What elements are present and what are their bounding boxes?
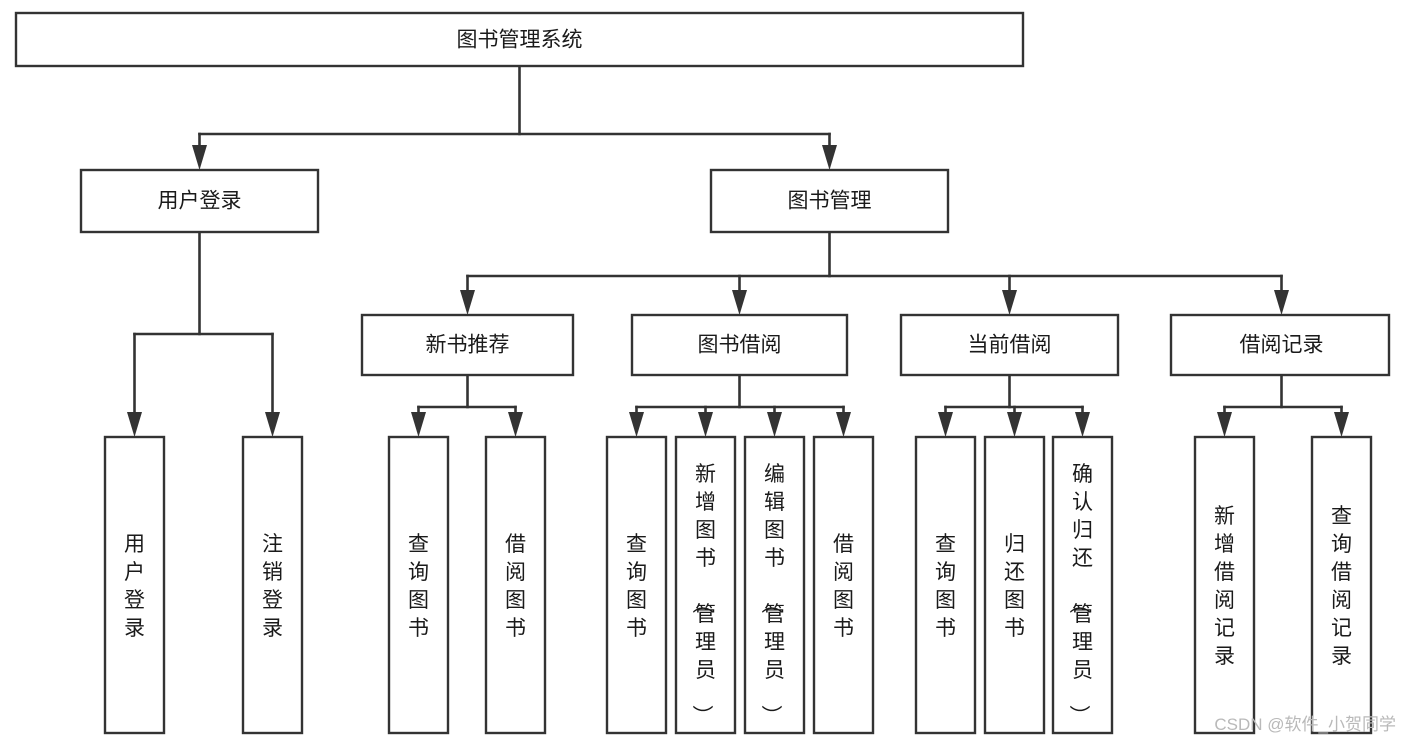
arrowhead-leaf-user-login: [127, 412, 142, 437]
node-current-borrow[interactable]: 当前借阅: [899, 313, 1120, 377]
arrowhead-leaf-query-book-1: [411, 412, 426, 437]
arrowhead-leaf-borrow-book-1: [508, 412, 523, 437]
node-book-borrow-label: 图书借阅: [698, 334, 782, 357]
node-new-book-rec-box[interactable]: [360, 313, 575, 377]
node-leaf-edit-book-label: 编辑图书（管理员）: [759, 463, 785, 726]
node-user-login-label: 用户登录: [158, 190, 242, 213]
node-current-borrow-label: 当前借阅: [968, 334, 1052, 357]
node-leaf-query-book-2-label: 查询图书: [626, 533, 647, 640]
arrowhead-leaf-return-book: [1007, 412, 1022, 437]
node-root-label: 图书管理系统: [457, 29, 583, 52]
node-leaf-query-book-1-label: 查询图书: [408, 533, 429, 640]
arrowhead-leaf-query-record: [1334, 412, 1349, 437]
node-user-login-box[interactable]: [79, 168, 320, 234]
node-leaf-query-book-1-box[interactable]: [387, 435, 450, 735]
node-leaf-logout[interactable]: 注销登录: [241, 435, 304, 735]
node-leaf-query-book-2-box[interactable]: [605, 435, 668, 735]
arrowhead-current-borrow: [1002, 290, 1017, 315]
arrowhead-leaf-edit-book: [767, 412, 782, 437]
node-leaf-user-login-box[interactable]: [103, 435, 166, 735]
csdn-watermark: CSDN @软件_小贺同学: [1214, 715, 1396, 734]
node-leaf-add-record[interactable]: 新增借阅记录: [1193, 435, 1256, 735]
node-leaf-add-book-box[interactable]: [674, 435, 737, 735]
node-leaf-add-book-label: 新增图书（管理员）: [690, 463, 716, 726]
node-borrow-record-label: 借阅记录: [1240, 334, 1324, 357]
node-leaf-add-record-label: 新增借阅记录: [1214, 505, 1235, 668]
arrowhead-book-borrow: [732, 290, 747, 315]
node-leaf-add-book[interactable]: 新增图书（管理员）: [674, 435, 737, 735]
arrowhead-user-login: [192, 145, 207, 170]
node-new-book-rec[interactable]: 新书推荐: [360, 313, 575, 377]
arrowhead-leaf-add-book: [698, 412, 713, 437]
node-leaf-confirm-return-label: 确认归还（管理员）: [1067, 463, 1093, 726]
node-book-borrow-box[interactable]: [630, 313, 849, 377]
node-leaf-query-book-3-label: 查询图书: [935, 533, 956, 640]
node-leaf-add-record-box[interactable]: [1193, 435, 1256, 735]
arrowhead-book-manage: [822, 145, 837, 170]
node-leaf-return-book-box[interactable]: [983, 435, 1046, 735]
node-leaf-query-record[interactable]: 查询借阅记录: [1310, 435, 1373, 735]
node-leaf-return-book-label: 归还图书: [1004, 533, 1025, 640]
node-leaf-confirm-return-box[interactable]: [1051, 435, 1114, 735]
node-leaf-query-book-1[interactable]: 查询图书: [387, 435, 450, 735]
arrowhead-new-book-rec: [460, 290, 475, 315]
node-book-borrow[interactable]: 图书借阅: [630, 313, 849, 377]
edge-group: [127, 64, 1349, 437]
node-leaf-borrow-book-1[interactable]: 借阅图书: [484, 435, 547, 735]
arrowhead-borrow-record: [1274, 290, 1289, 315]
arrowhead-leaf-query-book-2: [629, 412, 644, 437]
node-leaf-borrow-book-2-box[interactable]: [812, 435, 875, 735]
node-leaf-user-login[interactable]: 用户登录: [103, 435, 166, 735]
node-leaf-borrow-book-1-label: 借阅图书: [505, 533, 526, 640]
node-book-manage[interactable]: 图书管理: [709, 168, 950, 234]
node-leaf-user-login-label: 用户登录: [124, 533, 145, 640]
node-leaf-borrow-book-2-label: 借阅图书: [833, 533, 854, 640]
arrowhead-leaf-logout: [265, 412, 280, 437]
node-borrow-record-box[interactable]: [1169, 313, 1391, 377]
node-root-box[interactable]: [14, 11, 1025, 68]
node-leaf-edit-book[interactable]: 编辑图书（管理员）: [743, 435, 806, 735]
node-leaf-edit-book-box[interactable]: [743, 435, 806, 735]
node-leaf-borrow-book-1-box[interactable]: [484, 435, 547, 735]
node-leaf-query-record-label: 查询借阅记录: [1331, 505, 1352, 668]
node-borrow-record[interactable]: 借阅记录: [1169, 313, 1391, 377]
node-leaf-logout-box[interactable]: [241, 435, 304, 735]
node-user-login[interactable]: 用户登录: [79, 168, 320, 234]
node-leaf-return-book[interactable]: 归还图书: [983, 435, 1046, 735]
node-leaf-query-record-box[interactable]: [1310, 435, 1373, 735]
node-new-book-rec-label: 新书推荐: [426, 334, 510, 357]
node-book-manage-box[interactable]: [709, 168, 950, 234]
arrowhead-leaf-borrow-book-2: [836, 412, 851, 437]
node-root[interactable]: 图书管理系统: [14, 11, 1025, 68]
node-leaf-confirm-return[interactable]: 确认归还（管理员）: [1051, 435, 1114, 735]
arrowhead-leaf-query-book-3: [938, 412, 953, 437]
node-current-borrow-box[interactable]: [899, 313, 1120, 377]
node-leaf-borrow-book-2[interactable]: 借阅图书: [812, 435, 875, 735]
node-leaf-logout-label: 注销登录: [262, 533, 283, 640]
arrowhead-leaf-confirm-return: [1075, 412, 1090, 437]
node-leaf-query-book-3[interactable]: 查询图书: [914, 435, 977, 735]
node-leaf-query-book-3-box[interactable]: [914, 435, 977, 735]
node-leaf-query-book-2[interactable]: 查询图书: [605, 435, 668, 735]
arrowhead-leaf-add-record: [1217, 412, 1232, 437]
node-book-manage-label: 图书管理: [788, 190, 872, 213]
